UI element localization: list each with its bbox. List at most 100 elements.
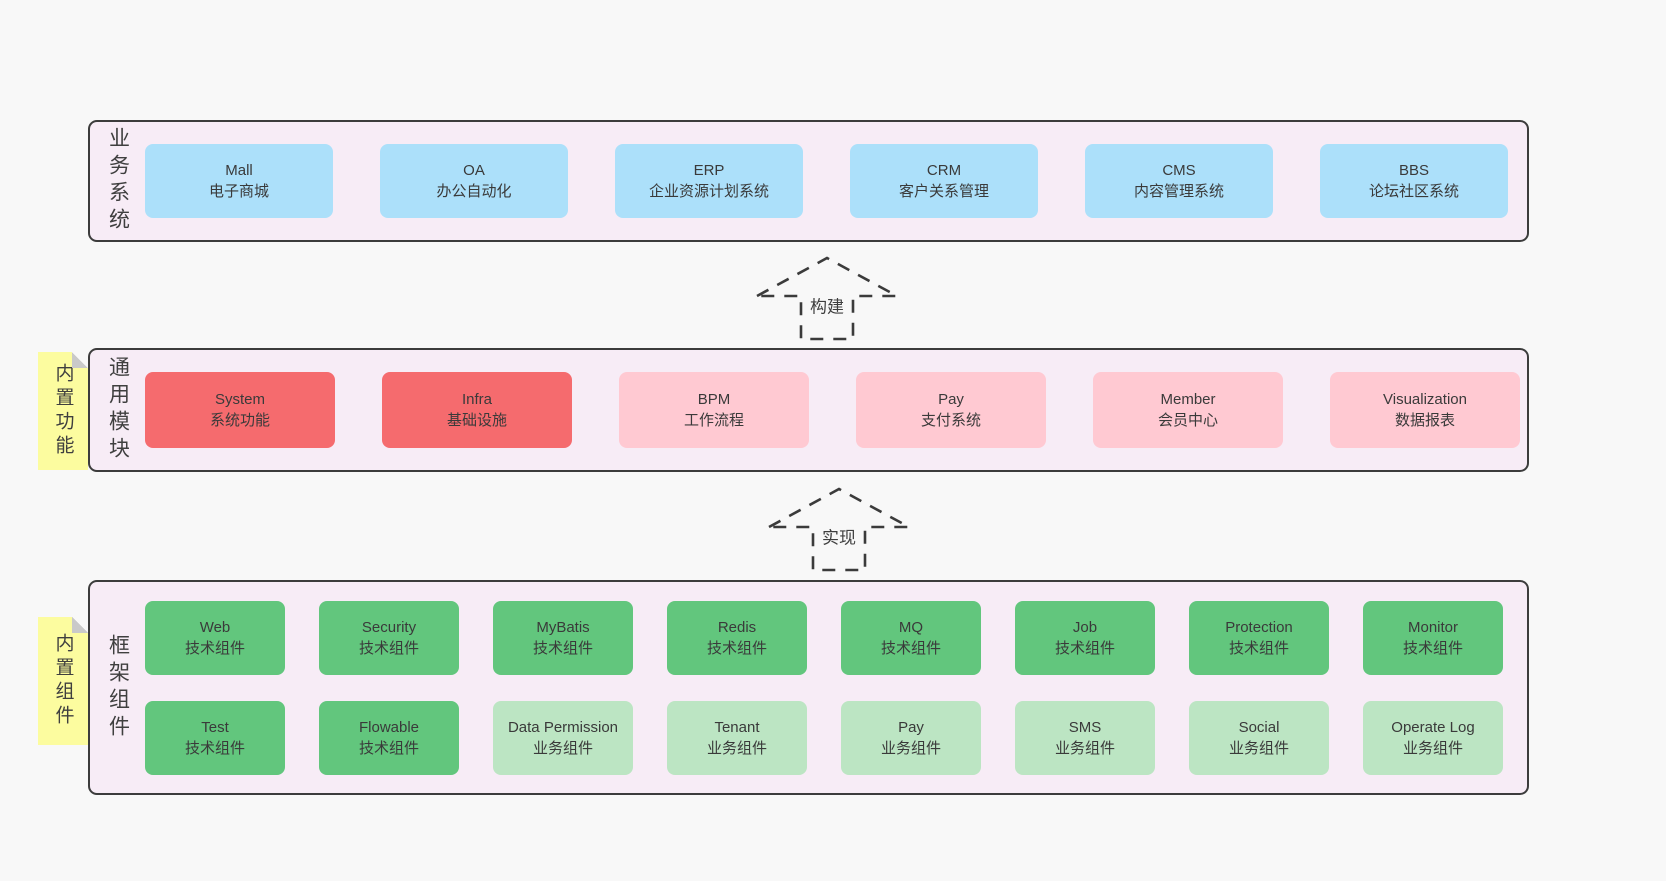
component-desc: 技术组件 [1402, 639, 1463, 657]
module-name: Pay [938, 391, 964, 408]
arrow-implement-label: 实现 [818, 522, 860, 550]
arrow-implement: 实现 [767, 487, 911, 573]
component-name: SMS [1068, 718, 1102, 736]
component-desc: 技术组件 [358, 739, 419, 757]
module-desc: 办公自动化 [436, 183, 512, 200]
component-desc: 业务组件 [880, 739, 941, 757]
component-box[interactable]: MQ 技术组件 [841, 600, 981, 675]
component-name: Flowable [358, 718, 420, 736]
component-name: Social [1238, 718, 1280, 736]
module-desc: 企业资源计划系统 [648, 183, 769, 200]
module-desc: 支付系统 [920, 412, 981, 429]
module-box[interactable]: Visualization 数据报表 [1330, 372, 1520, 448]
sticky-note-built-in-features: 内置功能 [38, 352, 88, 470]
component-name: Redis [717, 618, 757, 636]
arrow-build-label: 构建 [806, 291, 848, 319]
component-box[interactable]: Pay 业务组件 [841, 700, 981, 775]
module-desc: 会员中心 [1157, 412, 1218, 429]
component-name: Protection [1225, 618, 1293, 636]
module-name: Infra [461, 391, 492, 408]
module-name: Visualization [1383, 391, 1467, 408]
framework-components-row-2: Test 技术组件 Flowable 技术组件 Data Permission … [145, 700, 1515, 775]
module-name: ERP [693, 162, 725, 179]
module-box[interactable]: Mall 电子商城 [145, 144, 333, 218]
component-desc: 技术组件 [184, 739, 245, 757]
component-box[interactable]: Job 技术组件 [1015, 600, 1155, 675]
panel-body-business-systems: Mall 电子商城 OA 办公自动化 ERP 企业资源计划系统 CRM 客户关系… [145, 122, 1527, 240]
component-name: Data Permission [507, 718, 619, 736]
sticky-note-built-in-components: 内置组件 [38, 617, 88, 745]
component-box[interactable]: Operate Log 业务组件 [1363, 700, 1503, 775]
component-name: Web [199, 618, 231, 636]
module-desc: 工作流程 [683, 412, 744, 429]
module-name: Mall [225, 162, 253, 179]
component-desc: 技术组件 [184, 639, 245, 657]
module-box[interactable]: ERP 企业资源计划系统 [615, 144, 803, 218]
component-desc: 技术组件 [532, 639, 593, 657]
arrow-build: 构建 [755, 256, 899, 342]
module-desc: 客户关系管理 [898, 183, 989, 200]
module-box[interactable]: Infra 基础设施 [382, 372, 572, 448]
component-name: Operate Log [1391, 718, 1475, 736]
component-name: Pay [898, 718, 924, 736]
panel-label-framework-components: 框架组件 [106, 633, 130, 742]
component-desc: 技术组件 [1228, 639, 1289, 657]
component-box[interactable]: Test 技术组件 [145, 700, 285, 775]
common-modules-row: System 系统功能 Infra 基础设施 BPM 工作流程 Pay 支付系统… [145, 372, 1520, 448]
panel-label-business-systems: 业务系统 [106, 127, 130, 235]
component-name: MQ [898, 618, 924, 636]
component-box[interactable]: Redis 技术组件 [667, 600, 807, 675]
component-box[interactable]: Flowable 技术组件 [319, 700, 459, 775]
component-box[interactable]: Web 技术组件 [145, 600, 285, 675]
module-name: CRM [926, 162, 962, 179]
component-desc: 业务组件 [532, 739, 593, 757]
component-box[interactable]: Social 业务组件 [1189, 700, 1329, 775]
panel-framework-components: 框架组件 Web 技术组件 Security 技术组件 MyBatis 技术组件… [88, 580, 1529, 795]
module-name: BBS [1398, 162, 1429, 179]
sticky-note-label: 内置功能 [52, 363, 74, 459]
component-box[interactable]: SMS 业务组件 [1015, 700, 1155, 775]
component-desc: 技术组件 [880, 639, 941, 657]
component-name: Test [201, 718, 229, 736]
module-desc: 系统功能 [209, 412, 270, 429]
component-desc: 业务组件 [1228, 739, 1289, 757]
component-desc: 技术组件 [706, 639, 767, 657]
component-name: MyBatis [536, 618, 590, 636]
module-box[interactable]: CMS 内容管理系统 [1085, 144, 1273, 218]
dashed-up-arrow-icon [768, 487, 910, 572]
component-desc: 业务组件 [1402, 739, 1463, 757]
component-name: Tenant [714, 718, 760, 736]
module-box[interactable]: BPM 工作流程 [619, 372, 809, 448]
component-box[interactable]: Security 技术组件 [319, 600, 459, 675]
component-name: Monitor [1407, 618, 1459, 636]
module-box[interactable]: Member 会员中心 [1093, 372, 1283, 448]
module-box[interactable]: Pay 支付系统 [856, 372, 1046, 448]
component-name: Job [1072, 618, 1098, 636]
component-box[interactable]: Data Permission 业务组件 [493, 700, 633, 775]
module-box[interactable]: OA 办公自动化 [380, 144, 568, 218]
module-name: BPM [697, 391, 731, 408]
panel-common-modules: 通用模块 System 系统功能 Infra 基础设施 BPM 工作流程 Pay… [88, 348, 1529, 472]
component-box[interactable]: Tenant 业务组件 [667, 700, 807, 775]
module-box[interactable]: BBS 论坛社区系统 [1320, 144, 1508, 218]
component-box[interactable]: MyBatis 技术组件 [493, 600, 633, 675]
dashed-up-arrow-icon [756, 256, 898, 341]
component-desc: 业务组件 [706, 739, 767, 757]
module-box[interactable]: CRM 客户关系管理 [850, 144, 1038, 218]
panel-label-common-modules: 通用模块 [106, 356, 130, 464]
module-box[interactable]: System 系统功能 [145, 372, 335, 448]
module-desc: 电子商城 [208, 183, 269, 200]
framework-components-row-1: Web 技术组件 Security 技术组件 MyBatis 技术组件 Redi… [145, 600, 1515, 675]
component-box[interactable]: Protection 技术组件 [1189, 600, 1329, 675]
sticky-note-label: 内置组件 [52, 633, 74, 729]
component-desc: 技术组件 [358, 639, 419, 657]
panel-business-systems: 业务系统 Mall 电子商城 OA 办公自动化 ERP 企业资源计划系统 CRM… [88, 120, 1529, 242]
component-box[interactable]: Monitor 技术组件 [1363, 600, 1503, 675]
module-desc: 论坛社区系统 [1368, 183, 1459, 200]
component-desc: 业务组件 [1054, 739, 1115, 757]
module-desc: 数据报表 [1394, 412, 1455, 429]
module-name: System [214, 391, 265, 408]
module-name: Member [1160, 391, 1216, 408]
module-desc: 内容管理系统 [1133, 183, 1224, 200]
